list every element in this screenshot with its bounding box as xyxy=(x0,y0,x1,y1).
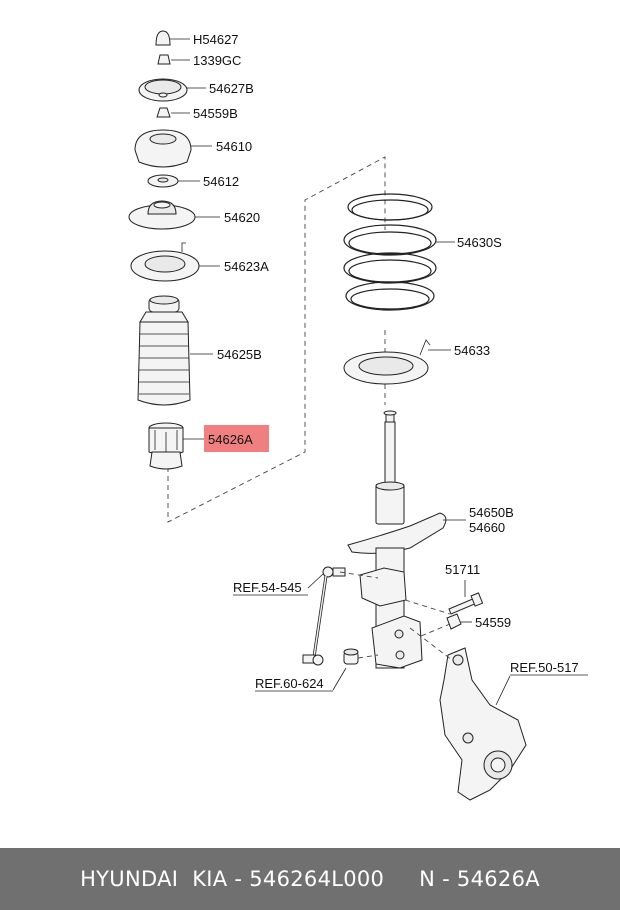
label-54633: 54633 xyxy=(454,343,490,358)
guide-link xyxy=(339,571,379,579)
bump-stop-54626a xyxy=(148,422,204,470)
label-54620: 54620 xyxy=(224,210,260,225)
bearing-54620 xyxy=(128,200,220,230)
label-h54627: H54627 xyxy=(193,32,239,47)
label-54627b: 54627B xyxy=(209,81,254,96)
label-ref-60-624: REF.60-624 xyxy=(255,676,324,691)
seat-54623a xyxy=(130,242,220,282)
label-54559: 54559 xyxy=(475,615,511,630)
label-54630s: 54630S xyxy=(457,235,502,250)
assembly-outline xyxy=(167,156,386,523)
label-54626a: 54626A xyxy=(208,432,253,447)
nut-54559 xyxy=(446,613,472,630)
label-51711: 51711 xyxy=(445,562,480,577)
label-54610: 54610 xyxy=(216,139,252,154)
spring-pad-54633 xyxy=(343,339,451,385)
strut-assembly-diagram: H54627 1339GC 54627B 54559B 54610 54612 … xyxy=(128,30,588,801)
footer-bar: HYUNDAI KIA - 546264L000 N - 54626A xyxy=(0,848,620,910)
stabilizer-link xyxy=(302,566,346,666)
label-54625b: 54625B xyxy=(217,347,262,362)
dust-boot-54625b xyxy=(137,295,213,406)
nut-1339gc xyxy=(157,54,190,65)
cap-h54627 xyxy=(155,30,190,46)
nut-54559b xyxy=(156,107,190,118)
label-54660: 54660 xyxy=(469,520,505,535)
guide-nut xyxy=(420,623,451,637)
bolt-51711 xyxy=(448,580,484,615)
part-highlight xyxy=(204,425,269,452)
strut-body-54650b xyxy=(347,410,466,669)
label-54650b: 54650B xyxy=(469,505,514,520)
label-54559b: 54559B xyxy=(193,106,238,121)
steering-knuckle xyxy=(439,647,527,801)
guide-bolt xyxy=(404,599,451,615)
coil-spring-54630s xyxy=(343,193,455,311)
label-54612: 54612 xyxy=(203,174,239,189)
label-1339gc: 1339GC xyxy=(193,53,241,68)
bushing-ref60624 xyxy=(332,648,359,691)
mount-54610 xyxy=(134,129,212,168)
label-54623a: 54623A xyxy=(224,259,269,274)
label-ref-50-517: REF.50-517 xyxy=(510,660,579,675)
label-ref-54-545: REF.54-545 xyxy=(233,580,302,595)
washer-54627b xyxy=(138,78,206,102)
washer-54612 xyxy=(147,174,200,188)
guide-bushing xyxy=(357,654,379,659)
footer-part-number: HYUNDAI KIA - 546264L000 N - 54626A xyxy=(80,867,540,891)
